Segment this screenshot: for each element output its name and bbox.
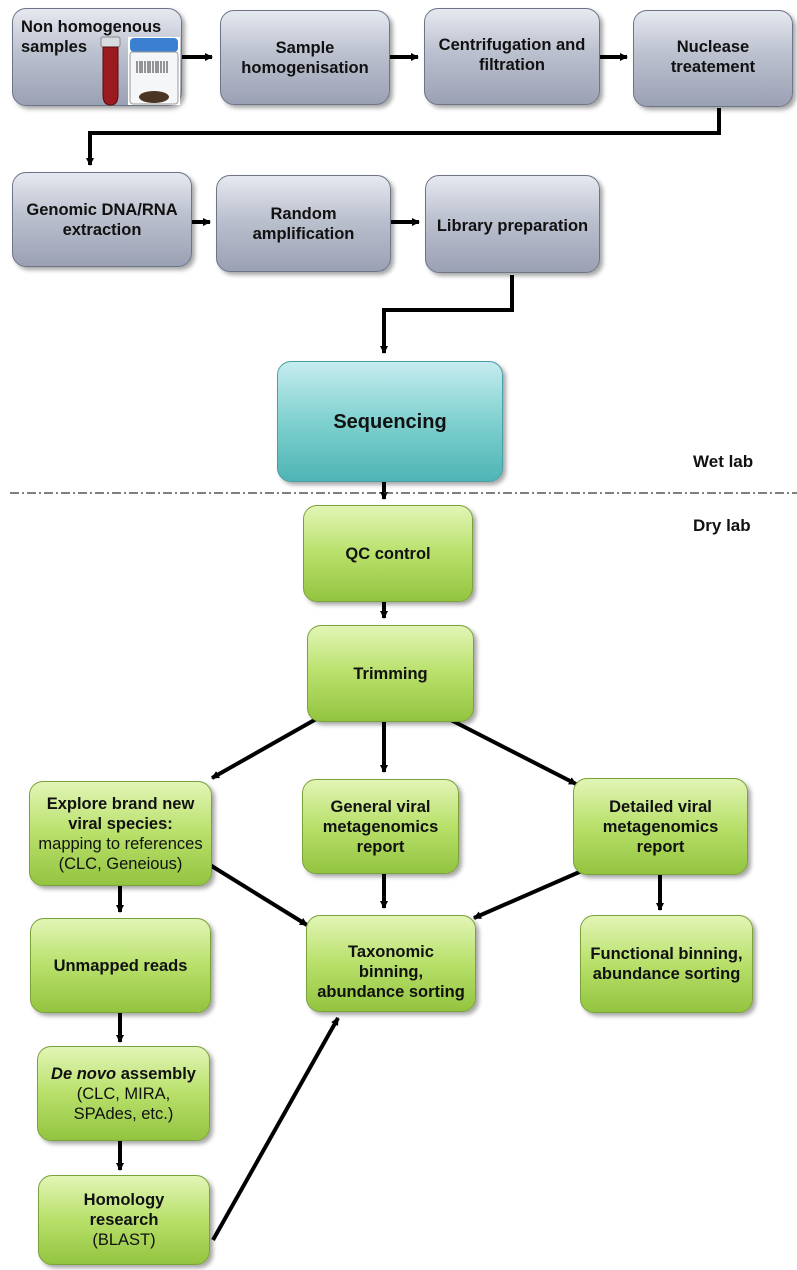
dry-lab-label: Dry lab: [693, 516, 751, 535]
node-sequencing: Sequencing: [277, 361, 503, 482]
node-random-amplification: Random amplification: [216, 175, 391, 272]
node-label-normal: (BLAST): [92, 1231, 156, 1249]
node-library-preparation: Library preparation: [425, 175, 600, 273]
node-explore-new-viral-species: Explore brand new viral species: mapping…: [29, 781, 212, 886]
node-label: Trimming: [353, 664, 428, 683]
node-sample-homogenisation: Sample homogenisation: [220, 10, 390, 105]
node-label: General viral metagenomics report: [322, 797, 439, 856]
node-label: Genomic DNA/RNA extraction: [26, 200, 178, 239]
node-homology-research: Homology research (BLAST): [38, 1175, 210, 1265]
node-label: Functional binning, abundance sorting: [590, 945, 743, 983]
node-nuclease-treatment: Nuclease treatement: [633, 10, 793, 107]
node-label: Unmapped reads: [53, 956, 188, 975]
node-label: Sample homogenisation: [241, 38, 369, 77]
node-trimming: Trimming: [307, 625, 474, 722]
node-label-normal: (CLC, MIRA, SPAdes, etc.): [73, 1084, 174, 1123]
node-label: Non homogenous samples: [21, 18, 162, 56]
node-centrifugation-filtration: Centrifugation and filtration: [424, 8, 600, 105]
node-label: Library preparation: [436, 217, 589, 235]
node-label: QC control: [345, 544, 431, 563]
sample-tubes-icon: [100, 36, 180, 106]
node-label: Sequencing: [333, 410, 447, 433]
node-functional-binning: Functional binning, abundance sorting: [580, 915, 753, 1013]
node-label: Nuclease treatement: [670, 38, 756, 76]
node-label-bold: assembly: [120, 1064, 196, 1083]
node-label: Taxonomic binning, abundance sorting: [317, 943, 465, 1001]
node-non-homogenous-samples: Non homogenous samples: [12, 8, 182, 106]
node-label-italic: De novo: [51, 1064, 117, 1083]
node-general-report: General viral metagenomics report: [302, 779, 459, 874]
node-label: Centrifugation and filtration: [438, 36, 586, 74]
node-label-bold: Explore brand new viral species:: [46, 794, 195, 833]
node-genomic-extraction: Genomic DNA/RNA extraction: [12, 172, 192, 267]
node-label: Random amplification: [252, 204, 355, 243]
node-detailed-report: Detailed viral metagenomics report: [573, 778, 748, 875]
wet-lab-label: Wet lab: [693, 452, 754, 471]
node-label-normal: mapping to references (CLC, Geneious): [38, 834, 203, 873]
node-unmapped-reads: Unmapped reads: [30, 918, 211, 1013]
node-taxonomic-binning: Taxonomic binning, abundance sorting: [306, 915, 476, 1012]
node-qc-control: QC control: [303, 505, 473, 602]
node-label: Detailed viral metagenomics report: [602, 797, 719, 856]
node-label-bold: Homology research: [83, 1191, 165, 1229]
node-de-novo-assembly: De novo assembly (CLC, MIRA, SPAdes, etc…: [37, 1046, 210, 1141]
